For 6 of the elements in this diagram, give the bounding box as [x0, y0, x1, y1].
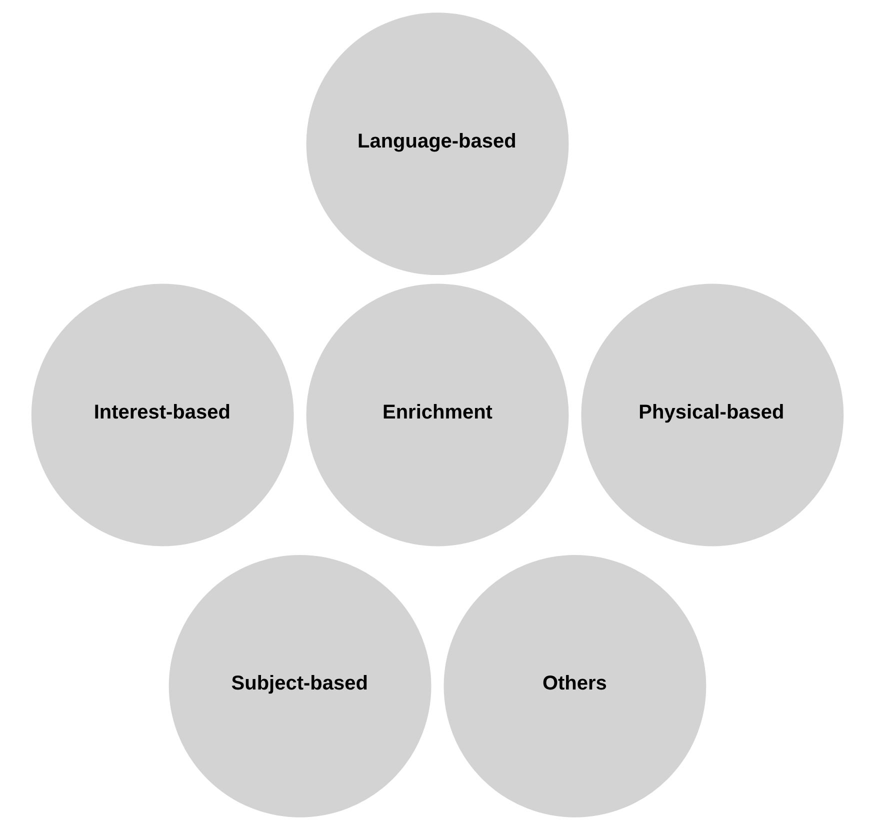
node-circle: Physical-based [581, 284, 844, 546]
node-circle: Subject-based [168, 554, 432, 818]
node-circle: Language-based [306, 12, 569, 276]
node-circle: Enrichment [306, 284, 569, 546]
node-circle: Others [444, 554, 706, 818]
node-circle: Interest-based [31, 284, 294, 546]
